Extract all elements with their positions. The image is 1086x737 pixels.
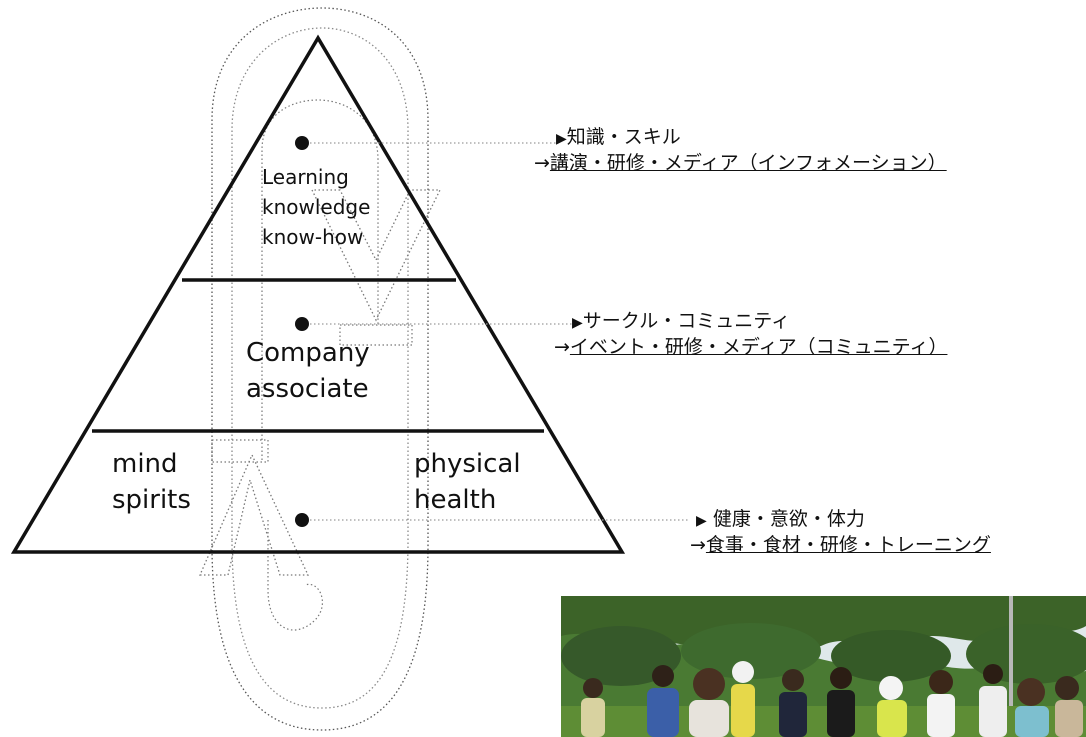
down-arrow-outline	[310, 189, 442, 322]
tier-dot-top	[295, 136, 309, 150]
note-community: ▶サークル・コミュニティ →イベント・研修・メディア（コミュニティ）	[554, 309, 947, 360]
note-community-heading: サークル・コミュニティ	[582, 310, 791, 332]
connector-block-lower	[211, 439, 269, 463]
tier-label-top-line3: know-how	[262, 225, 364, 249]
note-health-detail: 食事・食材・研修・トレーニング	[705, 533, 991, 556]
tier-dot-bottom	[295, 513, 309, 527]
tier-label-middle-line1: Company	[246, 338, 370, 368]
tier-label-bottom-left-line2: spirits	[112, 485, 191, 515]
tier-label-top-line1: Learning	[262, 165, 349, 189]
play-marker-icon: ▶	[572, 315, 583, 331]
right-arrow-icon: →	[554, 335, 570, 358]
group-photo	[561, 596, 1086, 737]
note-health: ▶ 健康・意欲・体力 →食事・食材・研修・トレーニング	[690, 507, 991, 558]
play-marker-icon: ▶	[696, 513, 707, 529]
note-knowledge-detail: 講演・研修・メディア（インフォメーション）	[549, 151, 947, 174]
pyramid-outline	[10, 34, 626, 554]
outer-loop-outline	[211, 7, 429, 731]
group-photo-illustration	[561, 596, 1086, 737]
tier-label-middle: Company associate	[246, 335, 370, 407]
tier-label-middle-line2: associate	[246, 374, 369, 404]
tier-label-top: Learning knowledge know-how	[262, 162, 370, 252]
note-community-detail: イベント・研修・メディア（コミュニティ）	[569, 335, 948, 358]
right-arrow-icon: →	[534, 151, 550, 174]
note-knowledge-heading: 知識・スキル	[566, 126, 681, 148]
play-marker-icon: ▶	[556, 131, 567, 147]
tier-label-top-line2: knowledge	[262, 195, 371, 219]
right-arrow-icon: →	[690, 533, 706, 556]
connector-block-upper	[339, 324, 413, 346]
tier-label-bottom-right: physical health	[414, 446, 521, 518]
tier-label-bottom-right-line2: health	[414, 485, 497, 515]
tier-dot-middle	[295, 317, 309, 331]
up-arrow-outline	[199, 453, 310, 576]
note-knowledge: ▶知識・スキル →講演・研修・メディア（インフォメーション）	[534, 125, 947, 176]
lower-curl-outline	[267, 520, 323, 631]
tier-label-bottom-left: mind spirits	[112, 446, 191, 518]
tier-label-bottom-left-line1: mind	[112, 449, 178, 479]
note-health-heading: 健康・意欲・体力	[706, 508, 865, 530]
tier-label-bottom-right-line1: physical	[414, 449, 521, 479]
